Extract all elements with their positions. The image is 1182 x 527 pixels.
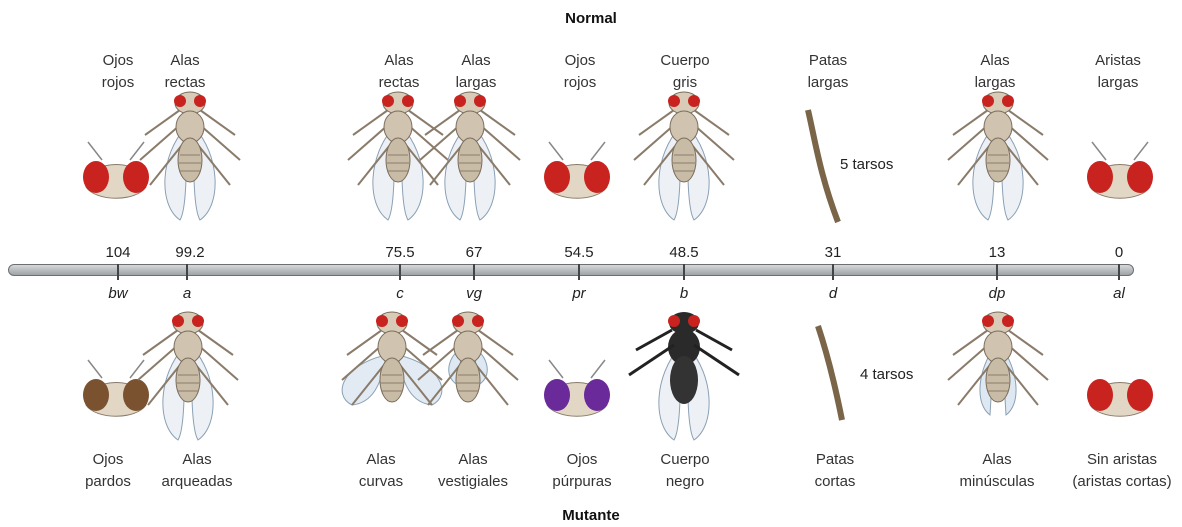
- fly-straight-wings-a: [140, 92, 240, 220]
- fly-arched-wings-a: [138, 312, 238, 440]
- fly-miniature-wings-dp: [948, 312, 1048, 415]
- long-leg-d: [808, 110, 838, 222]
- fly-gray-body-b: [634, 92, 734, 220]
- fly-long-wings-vg: [420, 92, 520, 220]
- head-long-aristae-al: [1087, 142, 1153, 198]
- fly-curly-wings-c: [342, 312, 442, 405]
- fly-black-body-b: [629, 312, 739, 440]
- fly-long-wings-dp: [948, 92, 1048, 220]
- short-leg-d: [818, 326, 842, 420]
- head-purple-eyes-pr: [544, 360, 610, 416]
- head-red-eyes-bw: [83, 142, 149, 198]
- head-aristaless-al: [1087, 379, 1153, 416]
- head-red-eyes-pr: [544, 142, 610, 198]
- fly-straight-wings-c: [348, 92, 448, 220]
- head-brown-eyes-bw: [83, 360, 149, 416]
